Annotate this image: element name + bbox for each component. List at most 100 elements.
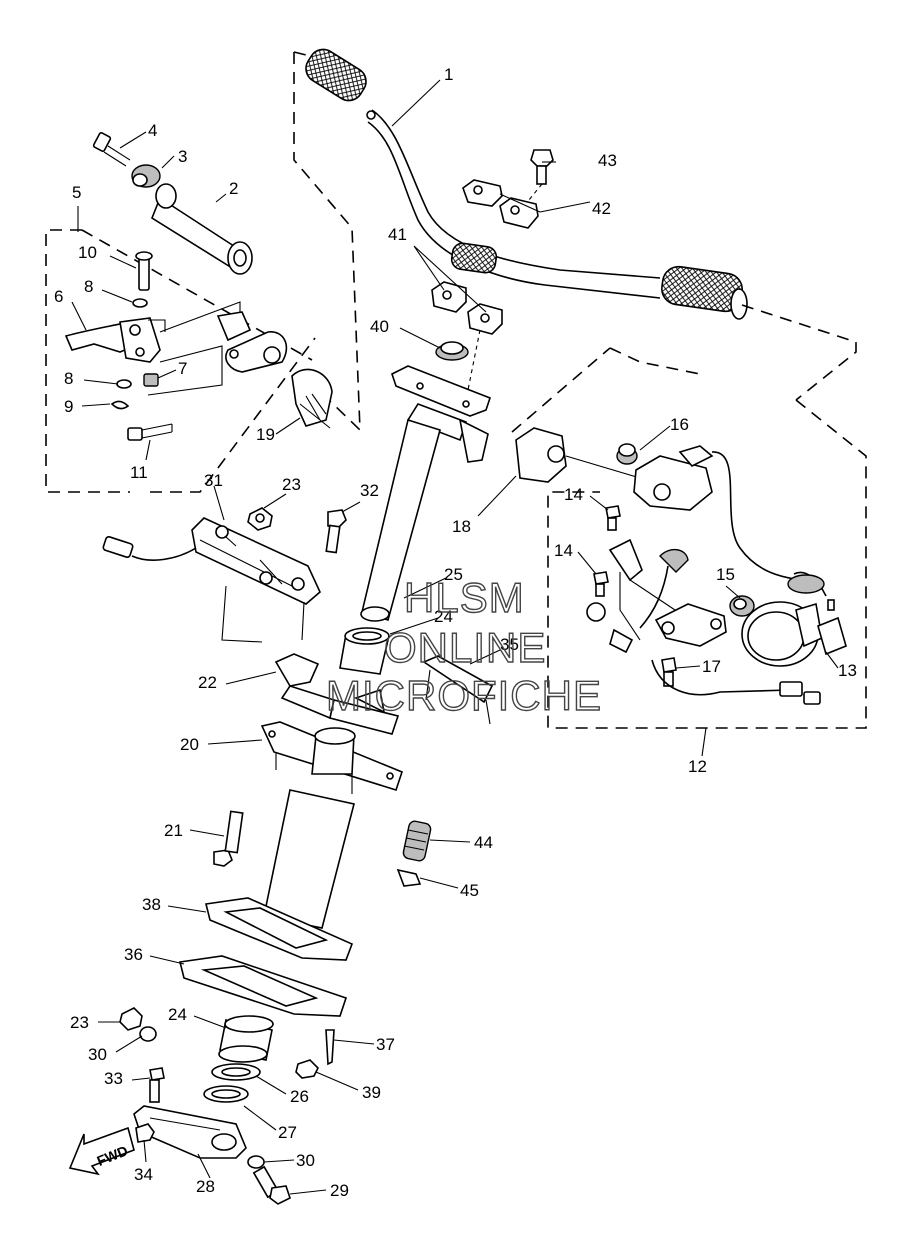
callout-30-upper: 30 [88,1045,107,1064]
bracket-22 [274,653,400,735]
callout-1: 1 [444,65,453,84]
callout-5: 5 [72,183,81,202]
callout-22: 22 [198,673,217,692]
lower-column [263,789,355,929]
switch-housing [633,445,801,581]
throttle-lever-6 [64,317,161,363]
watermark-line-3: MICROFICHE [326,672,602,719]
switch-cover-18 [515,427,567,483]
callout-44: 44 [474,833,493,852]
callout-39: 39 [362,1083,381,1102]
callout-20: 20 [180,735,199,754]
washer-8-bottom [116,379,132,389]
handlebar-clamps [431,149,554,401]
throttle-housing [216,311,288,373]
washer-30-top [139,1026,157,1042]
pin-10 [135,251,153,291]
callout-24-lower: 24 [168,1005,187,1024]
callout-14-lower: 14 [554,541,573,560]
wire-harness [651,659,821,705]
callout-11: 11 [130,463,148,482]
callout-29: 29 [330,1181,349,1200]
start-switch-group [511,347,867,729]
upper-clamp-42b [499,197,539,229]
nut-23-top [247,507,273,531]
bolt-43 [530,149,554,185]
callout-31: 31 [204,471,223,490]
callout-32: 32 [360,481,379,500]
callout-45: 45 [460,881,479,900]
bolt-32 [325,509,347,554]
callout-26: 26 [290,1087,309,1106]
callout-43: 43 [598,151,617,170]
nut-40 [435,341,469,361]
callout-36: 36 [124,945,143,964]
watermark-line-2: ONLINE [384,624,546,671]
callout-24-upper: 24 [434,607,453,626]
washer-27 [203,1085,249,1103]
callout-23-upper: 23 [282,475,301,494]
clip-9 [110,400,130,410]
bolt-14b [593,571,609,597]
callout-27: 27 [278,1123,297,1142]
nut-39 [295,1059,319,1079]
base-plate-20 [260,721,403,794]
clip-45 [396,868,422,887]
fwd-arrow: FWD [68,1126,135,1176]
grip-2 [151,183,253,275]
callout-8-lower: 8 [64,369,73,388]
throttle-cap-19 [291,368,333,429]
bolt-29 [252,1165,291,1205]
callout-18: 18 [452,517,471,536]
callout-19: 19 [256,425,275,444]
callout-16: 16 [670,415,689,434]
throttle-group [45,132,333,493]
callout-6: 6 [54,287,63,306]
callout-23-lower: 23 [70,1013,89,1032]
callout-9: 9 [64,397,73,416]
nut-34 [135,1123,155,1143]
handlebar [293,48,857,432]
callout-15: 15 [716,565,735,584]
watermark-line-1: HLSM [404,574,525,621]
callout-25: 25 [444,565,463,584]
bushing-24-bottom [218,1015,274,1063]
stud-37 [325,1029,335,1066]
callout-42: 42 [592,199,611,218]
bushing-24-top [339,627,390,675]
washer-8-top [132,298,148,308]
callout-38: 38 [142,895,161,914]
bolt-21 [213,810,244,867]
upper-clamp-42a [462,179,503,207]
switch-body [586,538,727,654]
washer-30-bottom [247,1155,265,1169]
callout-17: 17 [702,657,721,676]
callout-35: 35 [500,635,519,654]
switch-31 [102,517,321,643]
lower-clamp-41b [467,303,503,335]
leader-lines [71,79,839,1195]
callout-14-upper: 14 [564,485,583,504]
collar-3 [131,164,161,188]
callout-30-lower: 30 [296,1151,315,1170]
callout-13: 13 [838,661,857,680]
callout-28: 28 [196,1177,215,1196]
callout-labels: 1 2 3 4 5 6 7 8 8 9 10 11 12 13 14 14 15… [54,65,857,1200]
gasket-36 [179,955,348,1017]
callout-12: 12 [688,757,707,776]
bolt-14a [605,505,621,531]
callout-37: 37 [376,1035,395,1054]
steering-column [360,365,491,622]
watermark: HLSM ONLINE MICROFICHE [325,573,602,719]
cap-16 [616,443,638,465]
callout-34: 34 [134,1165,153,1184]
callout-40: 40 [370,317,389,336]
bolt-33 [149,1067,165,1103]
bracket-35 [422,655,494,725]
spring-44 [402,820,432,862]
bolt-4 [92,132,131,167]
gasket-38 [205,897,354,961]
callout-7: 7 [178,359,187,378]
callout-41: 41 [388,225,407,244]
